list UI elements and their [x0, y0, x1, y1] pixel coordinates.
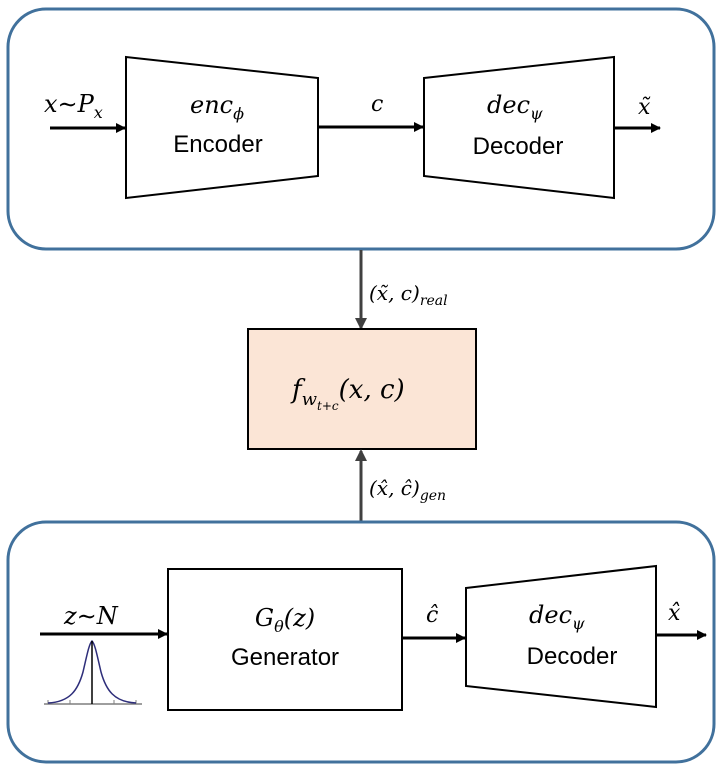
top-decoder-block: [423, 55, 615, 200]
top-decoder-math: decψ: [487, 91, 543, 123]
bottom-input-label: z∼N: [63, 602, 119, 630]
real-pair-label: (x̃, c)real: [369, 281, 448, 309]
generator-math: Gθ(z): [255, 604, 315, 636]
bottom-decoder-block: [465, 564, 657, 709]
top-decoder-label: Decoder: [473, 133, 564, 160]
bottom-decoder-label: Decoder: [527, 643, 618, 670]
generator-label: Generator: [231, 644, 339, 671]
encoder-block: [125, 55, 319, 200]
critic-label: fwt+c(x, c): [290, 375, 405, 413]
gen-pair-label: (x̂, ĉ)gen: [369, 476, 446, 504]
top-code-label: c: [371, 92, 383, 117]
encoder-label: Encoder: [173, 131, 262, 158]
bottom-decoder-math: decψ: [529, 601, 585, 633]
top-panel: [6, 7, 716, 251]
top-input-label: x∼Px: [44, 90, 103, 122]
generator-block: [167, 568, 403, 711]
gaussian-curve-icon: [44, 639, 142, 705]
bottom-panel: [6, 520, 716, 764]
bottom-code-label: ĉ: [426, 603, 438, 628]
top-output-label: x̃: [638, 95, 651, 120]
bottom-output-label: x̂: [668, 601, 681, 626]
encoder-math: encϕ: [190, 91, 244, 123]
